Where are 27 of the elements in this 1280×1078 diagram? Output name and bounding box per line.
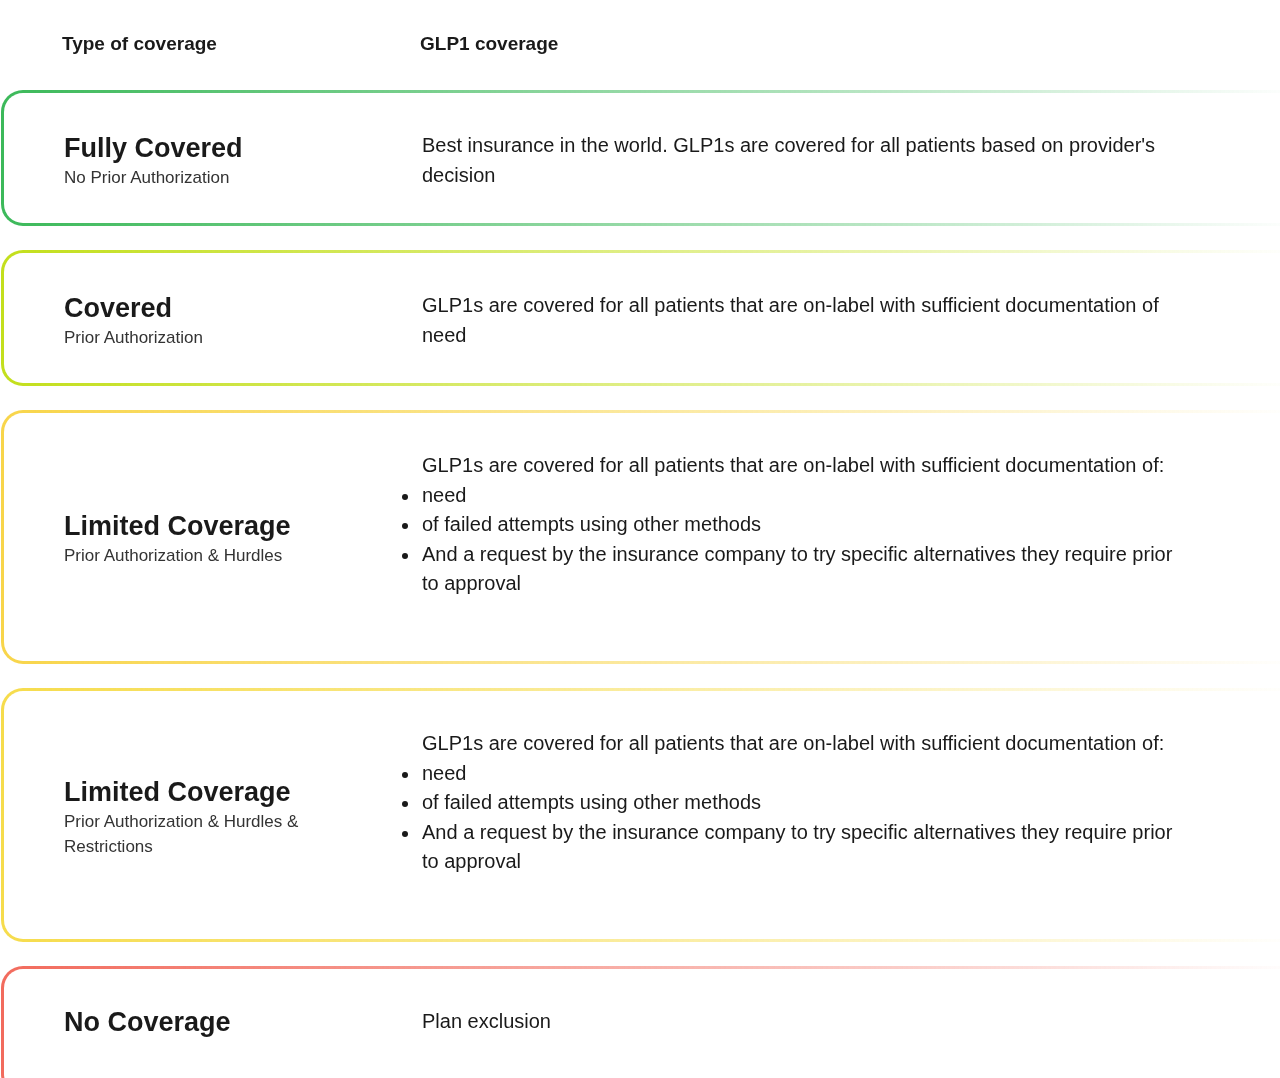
row-title: Limited Coverage	[64, 776, 292, 809]
row-title: Covered	[64, 292, 174, 325]
column-header: Type of coverage	[62, 33, 217, 55]
coverage-row	[1, 250, 1280, 386]
bullet-item: And a request by the insurance company to try specific alternatives they require prior to approval	[422, 820, 1173, 872]
bullet-item: of failed attempts using other methods	[422, 513, 762, 535]
row-subtitle: Prior Authorization & Hurdles & Restrictions	[64, 811, 300, 858]
row-subtitle: Prior Authorization	[64, 327, 204, 349]
coverage-row	[1, 688, 1280, 942]
row-title: Fully Covered	[64, 132, 244, 165]
row-title: No Coverage	[64, 1006, 232, 1039]
row-subtitle: No Prior Authorization	[64, 167, 231, 189]
coverage-description: GLP1s are covered for all patients that are on-label with sufficient documentation of:	[422, 731, 1166, 756]
row-subtitle: Prior Authorization & Hurdles	[64, 545, 284, 567]
row-title: Limited Coverage	[64, 510, 292, 543]
coverage-description: Best insurance in the world. GLP1s are covered for all patients based on provider's decision	[422, 133, 1157, 188]
bullet-item: need	[422, 761, 467, 784]
coverage-description: GLP1s are covered for all patients that are on-label with sufficient documentation of need	[422, 293, 1160, 348]
coverage-row	[1, 966, 1280, 1078]
column-header: GLP1 coverage	[420, 33, 559, 55]
bullet-item: And a request by the insurance company to try specific alternatives they require prior to approval	[422, 542, 1173, 594]
coverage-description: Plan exclusion	[422, 1009, 552, 1034]
coverage-row	[1, 410, 1280, 664]
coverage-row	[1, 90, 1280, 226]
bullet-item: need	[422, 483, 467, 506]
coverage-description: GLP1s are covered for all patients that are on-label with sufficient documentation of:	[422, 453, 1166, 478]
bullet-item: of failed attempts using other methods	[422, 791, 762, 813]
